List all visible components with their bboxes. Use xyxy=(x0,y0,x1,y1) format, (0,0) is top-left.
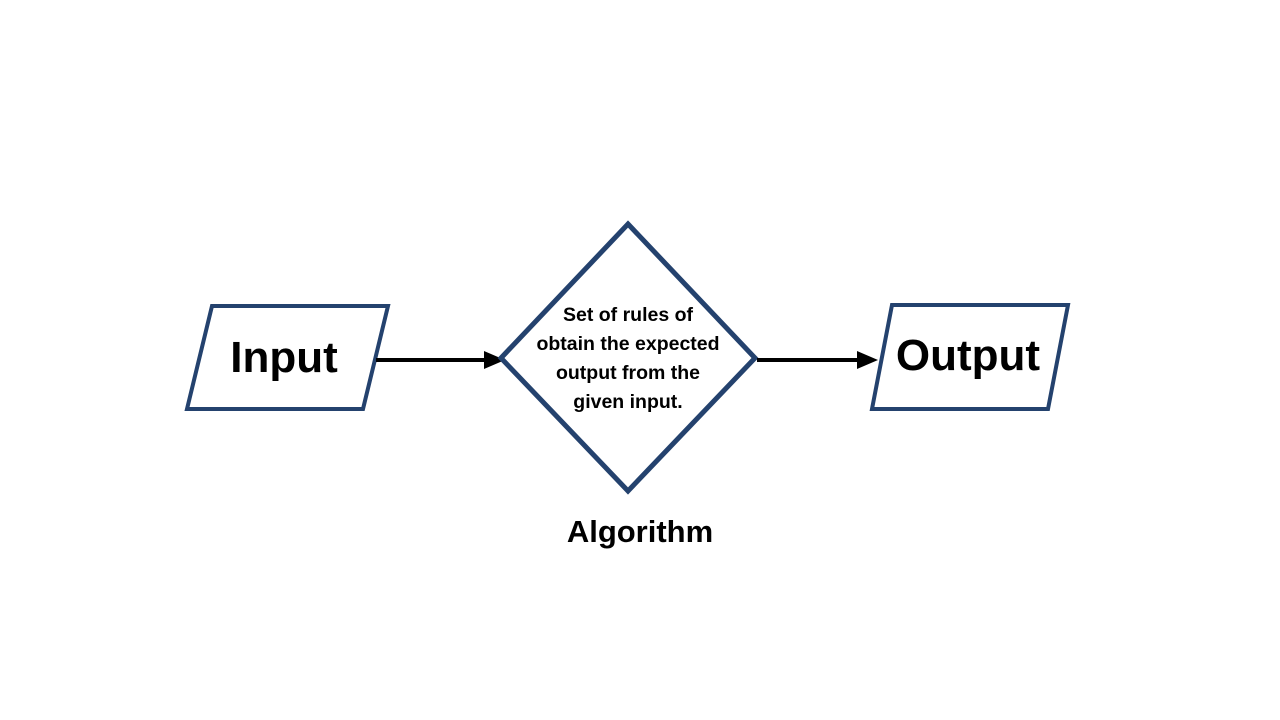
input-parallelogram-shape xyxy=(184,304,391,411)
algorithm-description-line: given input. xyxy=(573,391,683,413)
arrow-input-to-algorithm-head-icon xyxy=(484,351,505,369)
algorithm-description-line: Set of rules of xyxy=(562,304,694,326)
algorithm-diamond-shape xyxy=(497,220,759,495)
arrow-algorithm-to-output-head-icon xyxy=(857,351,878,369)
algorithm-description-line: output from the xyxy=(555,362,701,384)
input-label: Input xyxy=(230,333,338,382)
output-label: Output xyxy=(895,331,1041,380)
algorithm-description: Set of rules of obtain the expected outp… xyxy=(508,301,748,417)
algorithm-description-line: obtain the expected xyxy=(536,333,720,355)
algorithm-caption: Algorithm xyxy=(566,514,714,549)
output-parallelogram-shape xyxy=(869,303,1071,411)
